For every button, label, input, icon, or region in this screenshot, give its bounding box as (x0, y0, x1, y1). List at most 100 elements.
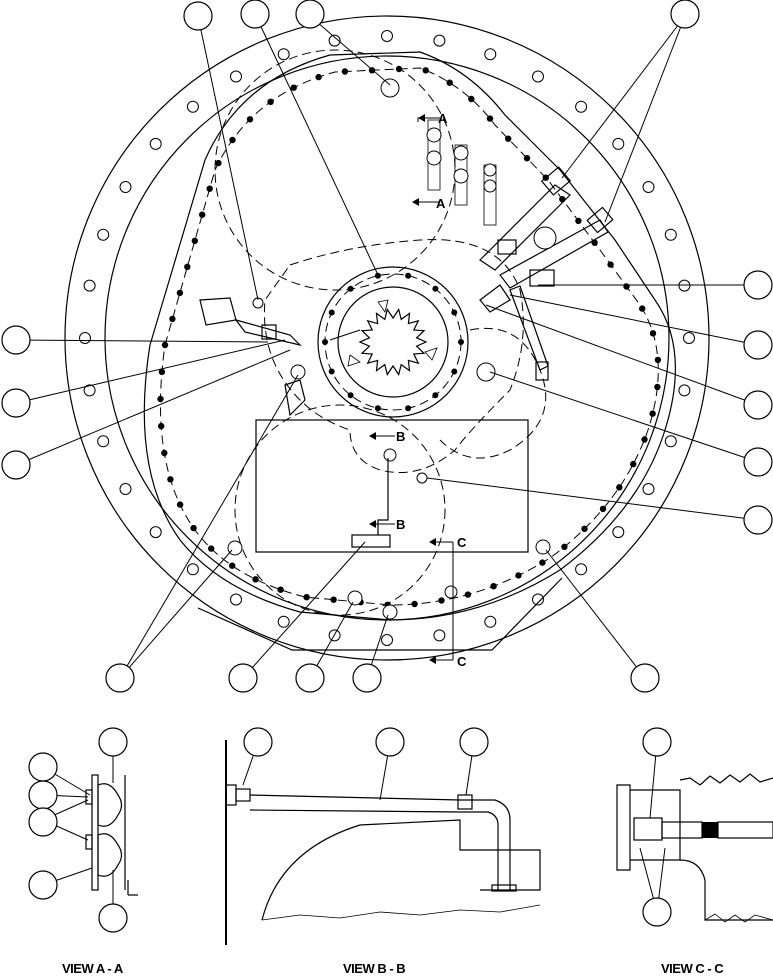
flange-hole (381, 634, 393, 646)
housing-bolt (303, 594, 310, 601)
housing-bolt (215, 159, 222, 167)
flange-hole (642, 483, 655, 495)
housing-bolt (581, 525, 588, 532)
housing-bolt (654, 383, 661, 391)
housing-bolt (267, 98, 274, 106)
housing-bolt (229, 136, 236, 144)
housing-bolt (199, 211, 206, 218)
hub-tab-2 (424, 347, 438, 361)
outer-flange-edge (64, 15, 710, 661)
hub-bolt (374, 272, 381, 279)
hub-bolt (451, 368, 458, 375)
hub-bolt (432, 285, 439, 292)
flange-hole (532, 593, 544, 606)
housing-bolt (559, 196, 566, 203)
housing-bolt (190, 524, 197, 532)
housing-bolt (464, 591, 472, 598)
housing-bolt (639, 305, 646, 312)
hub-bolt (374, 405, 381, 412)
housing-bolt (158, 368, 166, 376)
flange-hole (642, 181, 655, 193)
dashed-lobe-right (439, 327, 547, 459)
dashed-circle-upper (214, 49, 456, 291)
left-port (290, 364, 306, 380)
housing-bolt (561, 543, 568, 550)
view-c-c (616, 727, 773, 927)
hub-bolt (328, 309, 335, 316)
b-fitting (383, 448, 397, 462)
b-pipe (377, 458, 389, 535)
section-b-top-marker: B (396, 429, 405, 444)
housing-bolt (623, 283, 630, 290)
flange-hole (484, 48, 497, 61)
hub-bolt (347, 285, 354, 292)
hub-leader-1 (254, 13, 379, 276)
housing-bolt (523, 155, 531, 162)
housing-bolt (277, 586, 284, 593)
flange-hole (678, 279, 691, 292)
lower-plug-3 (444, 585, 458, 599)
flange-hole (433, 629, 446, 642)
housing-bolt (157, 395, 164, 403)
flange-hole (575, 563, 588, 576)
housing-bolt (191, 237, 198, 244)
view-c-label: VIEW C - C (661, 961, 724, 976)
hub-bolt (405, 405, 412, 412)
hub-bolt (347, 392, 354, 399)
housing-bolt (438, 597, 445, 604)
housing-bolt (649, 330, 657, 337)
housing-bolt (161, 341, 169, 349)
flange-hole (230, 593, 242, 606)
upper-right-fittings (479, 166, 614, 381)
flange-hole (97, 228, 110, 241)
section-a-bottom-marker: A (436, 196, 446, 211)
housing-bolt (411, 600, 418, 608)
housing-bolt (176, 501, 184, 508)
flange-hole (230, 70, 242, 83)
flange-hole (97, 435, 110, 448)
flange-hole (683, 332, 695, 344)
housing-bolt (315, 73, 322, 81)
flange-hole (664, 228, 677, 241)
flange-hole (119, 483, 132, 495)
section-b-bottom-marker: B (396, 517, 405, 532)
flange-hole (381, 30, 393, 42)
housing-bolt (486, 115, 494, 122)
flange-hole (83, 279, 96, 292)
hub-bolt (458, 339, 464, 345)
housing-bolt (158, 422, 165, 430)
dashed-lobe-center (263, 239, 524, 473)
housing-bolt (630, 460, 637, 468)
housing-bolt (252, 576, 259, 583)
housing-bolt (290, 84, 297, 91)
callout-circles (1, 0, 773, 693)
hub-tab-3 (347, 354, 361, 367)
housing-outline (143, 51, 677, 621)
housing-bolt (599, 505, 607, 513)
housing-bolt (468, 95, 475, 103)
flange-hole (79, 332, 91, 344)
housing-bolt (184, 263, 191, 270)
housing-bolt (446, 79, 453, 86)
dashed-circle-lower (234, 404, 446, 616)
lower-guard (255, 419, 529, 553)
housing-bolt (208, 545, 215, 552)
lower-left-plug (227, 540, 243, 556)
flange-hole (612, 137, 625, 150)
view-b-label: VIEW B - B (343, 961, 405, 976)
section-c-bottom-marker: C (457, 654, 467, 669)
left-bracket (199, 297, 306, 417)
housing-bolt (616, 484, 623, 491)
housing-bolt (607, 261, 614, 268)
housing-dashed-outline (159, 67, 659, 606)
housing-bolt (169, 315, 176, 323)
housing-bolt (505, 135, 512, 142)
lower-plug-2 (382, 604, 398, 620)
housing-bolt (176, 289, 184, 297)
spline-gear (358, 308, 428, 376)
hub-outer-ring (317, 266, 469, 418)
flange-hole (664, 435, 677, 448)
housing-bolt (246, 116, 254, 123)
housing-bolt (161, 449, 168, 457)
